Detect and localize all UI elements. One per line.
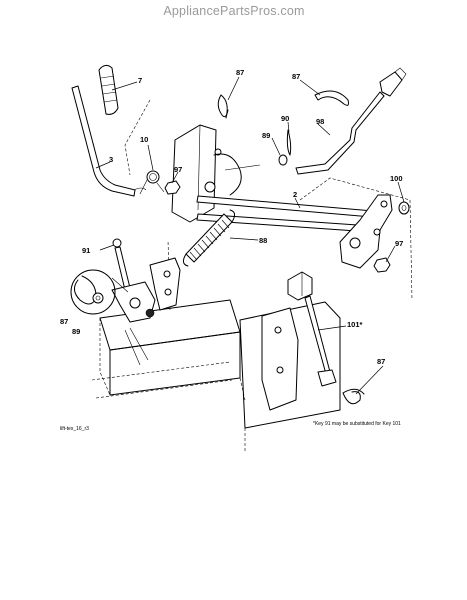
part-87-hairpin-top: [217, 94, 229, 119]
watermark: AppliancePartsPros.com: [163, 4, 304, 18]
part-89-washer-upper: [278, 154, 288, 166]
leader-lines: [95, 76, 405, 395]
part-87-hairpin-right: [314, 90, 349, 106]
part-87-hairpin-bottom: [342, 388, 365, 405]
part-91-lever: [111, 238, 181, 366]
callout-87: 87: [236, 68, 244, 77]
part-90-clip: [286, 129, 292, 156]
callout-87: 87: [60, 317, 68, 326]
part-101-link: [261, 271, 337, 411]
callout-2: 2: [293, 190, 297, 199]
callout-97: 97: [174, 165, 182, 174]
footnote: *Key 91 may be substituted for Key 101: [313, 421, 401, 427]
callout-89: 89: [72, 327, 80, 336]
diagram-code: lift-tex_16_r3: [60, 426, 89, 432]
callout-97: 97: [395, 239, 403, 248]
callout-7: 7: [138, 76, 142, 85]
callout-91: 91: [82, 246, 90, 255]
callout-87: 87: [377, 357, 385, 366]
callout-98: 98: [316, 117, 324, 126]
part-97-nut-lower: [373, 257, 391, 273]
mower-deck-outline: [91, 99, 413, 452]
part-88-spring: [182, 209, 236, 267]
detail-circle: [70, 269, 129, 315]
callout-100: 100: [390, 174, 403, 183]
callout-101: 101*: [347, 320, 363, 329]
callout-90: 90: [281, 114, 289, 123]
callouts: 7 87 87 3 10 97 90 98 89 2 100 88 91 97 …: [60, 68, 403, 366]
callout-10: 10: [140, 135, 148, 144]
part-3-lift-lever: [71, 85, 147, 197]
callout-89: 89: [262, 131, 270, 140]
right-lift-arm: [339, 194, 393, 269]
part-100-bushing: [398, 201, 410, 215]
callout-3: 3: [109, 155, 113, 164]
part-10-spring: [139, 170, 165, 195]
lift-bracket: [171, 124, 261, 223]
part-98-rod: [295, 67, 407, 175]
part-97-nut-upper: [164, 180, 181, 195]
part-7-handle-grip: [98, 64, 119, 115]
callout-87: 87: [292, 72, 300, 81]
callout-88: 88: [259, 236, 267, 245]
